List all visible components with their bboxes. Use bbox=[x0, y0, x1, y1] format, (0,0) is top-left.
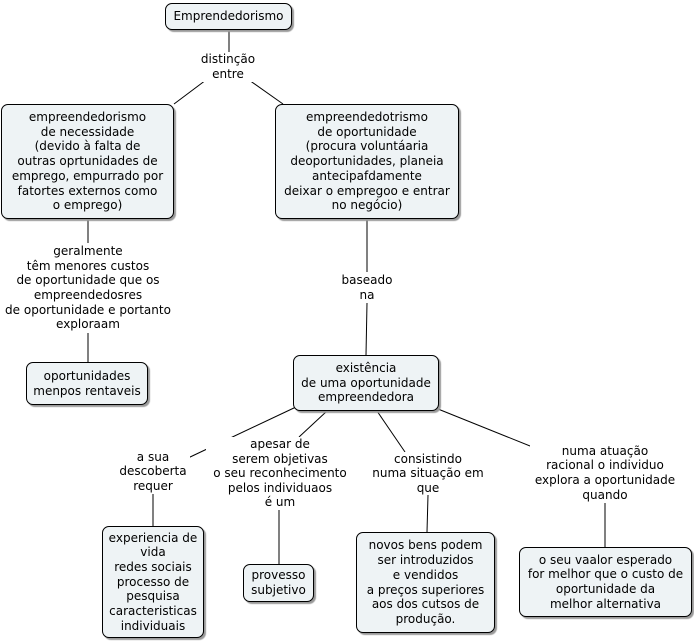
link-consistindo: consistindo numa situação em que bbox=[368, 452, 488, 495]
concept-experiencia-de-vida[interactable]: experiencia de vida redes sociais proces… bbox=[102, 526, 204, 638]
concept-valor-esperado[interactable]: o seu vaalor esperado for melhor que o c… bbox=[519, 547, 692, 617]
link-descoberta-requer: a sua descoberta requer bbox=[116, 449, 190, 494]
link-menores-custos: geralmente têm menores custos de oportun… bbox=[1, 243, 175, 333]
edge-existence-to-rational bbox=[437, 408, 541, 451]
link-baseado-na: baseado na bbox=[336, 272, 398, 303]
edge-distinction-to-necessity bbox=[173, 79, 207, 105]
link-atuacao-racional: numa atuação racional o individuo explor… bbox=[530, 443, 680, 503]
link-distincao-entre: distinção entre bbox=[193, 52, 263, 82]
concept-emprendedorismo[interactable]: Emprendedorismo bbox=[165, 3, 292, 30]
edge-existence-to-despite bbox=[298, 410, 328, 438]
concept-existencia-de-oportunidade[interactable]: existência de uma oportunidade empreende… bbox=[293, 355, 439, 411]
concept-oportunidades-menos-rentaveis[interactable]: oportunidades menpos rentaveis bbox=[26, 362, 148, 405]
concept-empreendedorismo-de-necessidade[interactable]: empreendedorismo de necessidade (devido … bbox=[1, 104, 174, 219]
concept-processo-subjetivo[interactable]: provesso subjetivo bbox=[243, 564, 314, 602]
concept-novos-bens[interactable]: novos bens podem ser introduzidos e vend… bbox=[356, 532, 495, 633]
edge-distinction-to-opportunity bbox=[248, 79, 284, 105]
edge-based-on-to-existence bbox=[365, 302, 368, 356]
concept-empreendedorismo-de-oportunidade[interactable]: empreendedotrismo de oportunidade (procu… bbox=[275, 104, 459, 219]
link-reconhecimento: apesar de serem objetivas o seu reconhec… bbox=[206, 437, 354, 510]
edge-consisting-to-new-goods bbox=[426, 494, 429, 533]
edge-existence-to-consisting bbox=[376, 410, 406, 453]
